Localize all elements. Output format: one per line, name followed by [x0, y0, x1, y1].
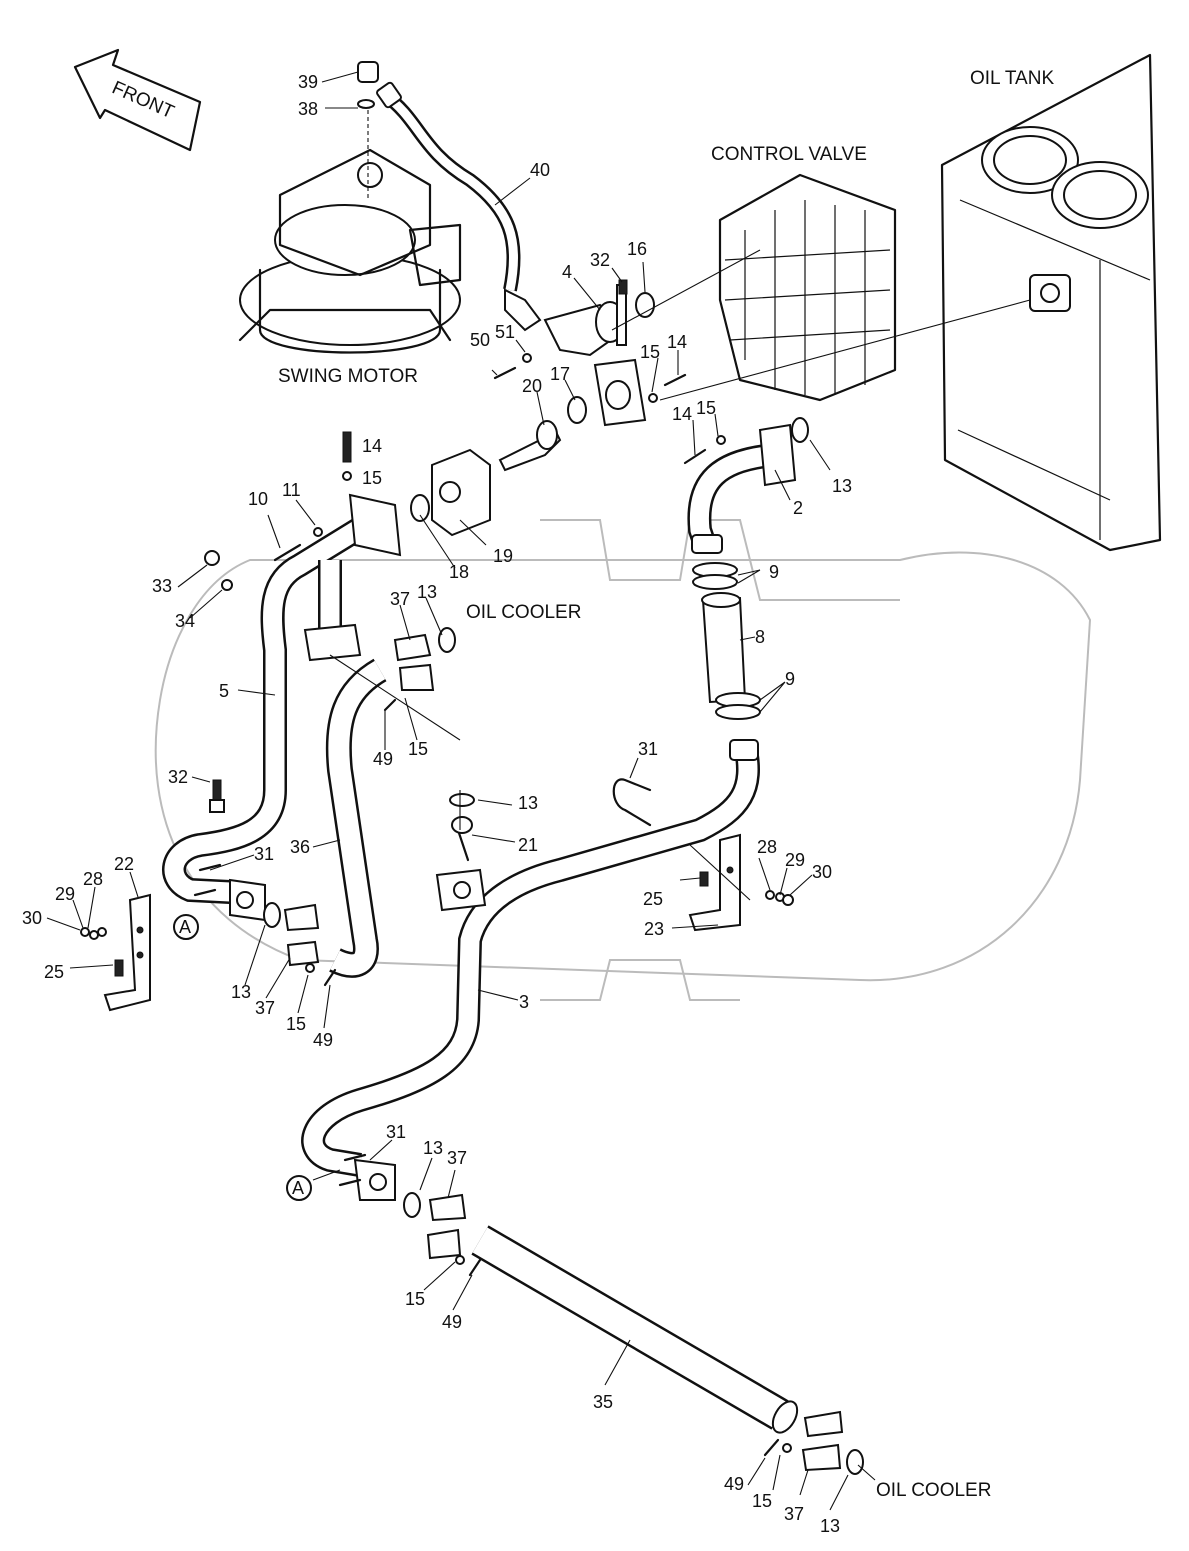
part-label: 13: [518, 793, 538, 813]
part-label: 9: [769, 562, 779, 582]
part-label: 34: [175, 611, 195, 631]
part-label: 35: [593, 1392, 613, 1412]
adapter-20: [498, 396, 587, 472]
front-arrow-icon: FRONT: [73, 48, 202, 152]
part-label: 13: [820, 1516, 840, 1536]
part-label: 9: [785, 669, 795, 689]
oil-cooler-label-2: OIL COOLER: [876, 1480, 991, 1501]
part-label: 20: [522, 376, 542, 396]
o-rings: [263, 417, 864, 1475]
part-label: 32: [168, 767, 188, 787]
part-label: 51: [495, 322, 515, 342]
part-label: 15: [362, 468, 382, 488]
part-label: 25: [44, 962, 64, 982]
part-label: 31: [254, 844, 274, 864]
oil-tank: [940, 53, 1162, 552]
control-valve-label: CONTROL VALVE: [711, 144, 867, 165]
bracket-23: [688, 833, 741, 932]
part-label: 29: [55, 884, 75, 904]
hose-8: [701, 592, 747, 704]
split-flanges-37: [283, 633, 844, 1472]
part-label: 50: [470, 330, 490, 350]
bracket-22: [103, 893, 151, 1012]
part-label: 23: [644, 919, 664, 939]
bolts: [80, 279, 794, 1457]
part-label: 16: [627, 239, 647, 259]
part-label: 36: [290, 837, 310, 857]
part-label: 37: [255, 998, 275, 1018]
part-label: 15: [640, 342, 660, 362]
part-label: 28: [83, 869, 103, 889]
part-label: 10: [248, 489, 268, 509]
part-label: 49: [724, 1474, 744, 1494]
part-label: 49: [313, 1030, 333, 1050]
hose-35: [471, 1225, 799, 1434]
part-label: 31: [638, 739, 658, 759]
part-label: 38: [298, 99, 318, 119]
part-label: 14: [667, 332, 687, 352]
part-label: 29: [785, 850, 805, 870]
part-label: 15: [696, 398, 716, 418]
leader-lines: [46, 71, 1031, 1511]
pipe-2: [687, 423, 797, 554]
part-label: 15: [408, 739, 428, 759]
o-ring-18: [410, 494, 430, 522]
part-label: 21: [518, 835, 538, 855]
control-valve: [718, 173, 897, 402]
u-bolt-31: [612, 778, 652, 827]
hose-40: [357, 61, 542, 332]
part-label: 8: [755, 627, 765, 647]
part-label: 5: [219, 681, 229, 701]
part-labels: 39 38 40 32 16 4 50 51 15 14 20 17 14 15…: [22, 72, 852, 1536]
part-label: 33: [152, 576, 172, 596]
svg-text:A: A: [179, 917, 191, 937]
part-label: 19: [493, 546, 513, 566]
part-label: 15: [752, 1491, 772, 1511]
part-label: 13: [417, 582, 437, 602]
part-label: 15: [405, 1289, 425, 1309]
part-label: 30: [22, 908, 42, 928]
part-label: 13: [231, 982, 251, 1002]
part-label: 14: [672, 404, 692, 424]
part-label: 22: [114, 854, 134, 874]
part-label: 2: [793, 498, 803, 518]
part-label: 32: [590, 250, 610, 270]
part-label: 17: [550, 364, 570, 384]
adapter-4: [543, 284, 655, 427]
part-label: 49: [373, 749, 393, 769]
oil-cooler-label-1: OIL COOLER: [466, 602, 581, 623]
pipe-5: [162, 493, 402, 922]
part-label: 13: [423, 1138, 443, 1158]
part-label: 3: [519, 992, 529, 1012]
part-label: 49: [442, 1312, 462, 1332]
part-label: 39: [298, 72, 318, 92]
oil-tank-label: OIL TANK: [970, 68, 1054, 89]
block-19: [431, 448, 491, 537]
hose-36: [325, 658, 387, 978]
part-label: 28: [757, 837, 777, 857]
part-label: 31: [386, 1122, 406, 1142]
part-label: 15: [286, 1014, 306, 1034]
part-label: 37: [784, 1504, 804, 1524]
pipe-3: [301, 739, 760, 1201]
part-label: 18: [449, 562, 469, 582]
part-label: 4: [562, 262, 572, 282]
part-label: 30: [812, 862, 832, 882]
swing-motor-label: SWING MOTOR: [278, 366, 418, 387]
callout-a-1: A: [173, 914, 199, 940]
svg-text:A: A: [292, 1178, 304, 1198]
part-label: 11: [282, 480, 301, 500]
part-label: 25: [643, 889, 663, 909]
part-label: 13: [832, 476, 852, 496]
part-label: 40: [530, 160, 550, 180]
callout-a-2: A: [286, 1175, 312, 1201]
swing-motor: [238, 148, 462, 354]
part-label: 37: [390, 589, 410, 609]
part-label: 37: [447, 1148, 467, 1168]
part-label: 14: [362, 436, 382, 456]
